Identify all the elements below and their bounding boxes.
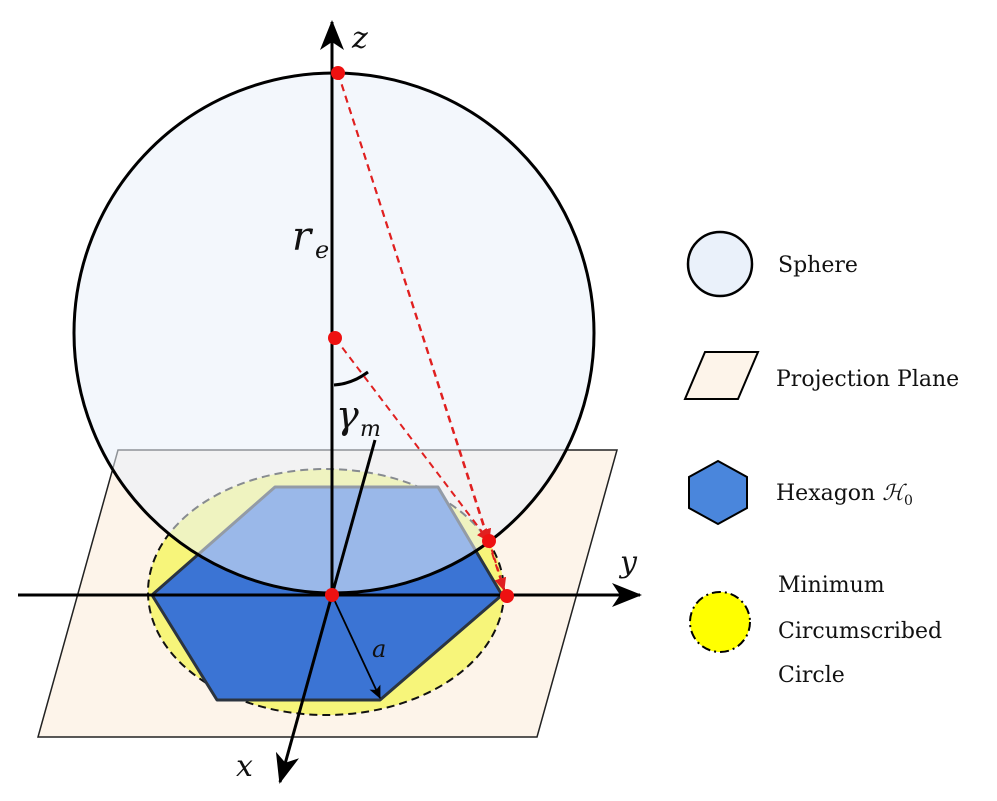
legend-sphere-label: Sphere	[778, 253, 858, 278]
side-arrow	[331, 594, 381, 699]
sphere-center-point	[328, 331, 342, 345]
z-axis-label: z	[351, 21, 368, 56]
side-label: a	[372, 635, 386, 663]
legend-hexagon-label: Hexagon ℋ0	[776, 481, 913, 509]
legend-plane-icon	[683, 351, 760, 400]
legend-circle-icon	[689, 591, 751, 653]
radius-label-sub: e	[315, 236, 329, 264]
angle-label-sub: m	[360, 417, 381, 442]
origin-point	[325, 588, 339, 602]
angle-label: γ	[336, 393, 359, 437]
radius-label: r	[292, 214, 314, 260]
legend-plane-label: Projection Plane	[776, 367, 959, 392]
x-axis	[275, 439, 377, 784]
projection-line-center	[334, 337, 490, 542]
x-axis-label: x	[236, 749, 253, 784]
legend-sphere-icon	[686, 230, 754, 298]
legend-circle-line2: Circumscribed	[778, 619, 942, 644]
legend-hexagon-icon	[688, 459, 748, 526]
projection-line-top-vertex	[337, 72, 507, 591]
north-pole-point	[331, 66, 345, 80]
hexagon-vertex-point	[500, 589, 514, 603]
legend-hexagon-text: Hexagon	[776, 481, 882, 506]
y-axis-label: y	[618, 545, 638, 580]
legend-hexagon-sub: 0	[904, 493, 913, 509]
legend-hexagon-symbol: ℋ	[882, 481, 907, 506]
angle-arc	[333, 370, 369, 387]
sphere-surface-point	[482, 534, 496, 548]
legend-circle-line1: Minimum	[778, 573, 885, 598]
legend-circle-line3: Circle	[778, 663, 845, 688]
